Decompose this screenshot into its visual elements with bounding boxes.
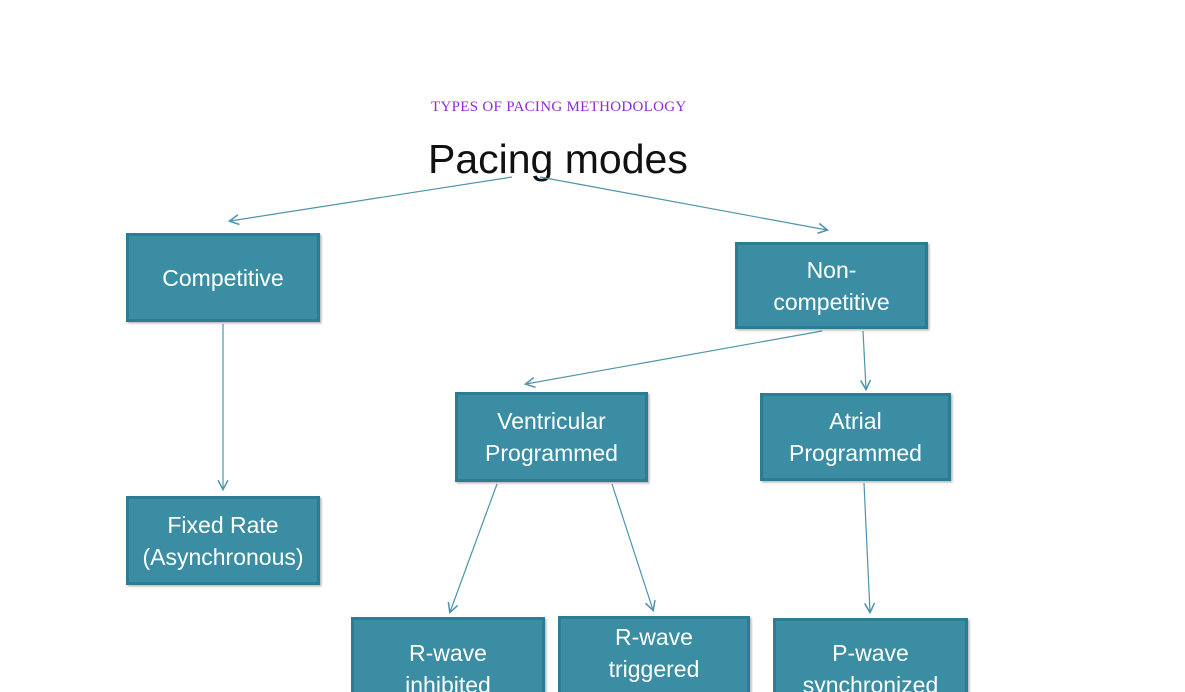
arrow-pacing-to-non-competitive <box>539 176 830 235</box>
arrow-ventricular-to-r-wave-triggered <box>611 483 656 613</box>
arrow-non-competitive-to-atrial <box>859 330 872 392</box>
node-fixed-rate-asynchronous-label: Fixed Rate (Asynchronous) <box>142 511 304 570</box>
node-atrial-programmed-label: Atrial Programmed <box>789 408 922 466</box>
node-competitive-label: Competitive <box>162 264 284 291</box>
node-non-competitive-label: Non- competitive <box>773 256 890 315</box>
node-p-wave-synchronized-label: P-wave synchronized <box>802 639 939 692</box>
slide-title: Pacing modes <box>428 136 688 182</box>
node-r-wave-inhibited-label: R-wave inhibited <box>405 639 491 692</box>
arrow-pacing-to-competitive <box>227 176 513 226</box>
arrow-atrial-to-p-wave-synchronized <box>863 482 876 615</box>
node-ventricular-programmed-label: Ventricular Programmed <box>485 408 618 466</box>
slide-eyebrow-title: TYPES OF PACING METHODOLOGY <box>431 99 687 115</box>
node-r-wave-inhibited: R-wave inhibited <box>351 617 545 692</box>
node-ventricular-programmed: Ventricular Programmed <box>455 392 648 482</box>
node-fixed-rate-asynchronous: Fixed Rate (Asynchronous) <box>126 496 320 585</box>
arrow-non-competitive-to-ventricular <box>523 330 823 389</box>
node-non-competitive: Non- competitive <box>735 242 928 329</box>
node-competitive: Competitive <box>126 233 320 322</box>
node-r-wave-triggered-standby: R-wave triggered (standby) <box>558 616 750 692</box>
arrow-ventricular-to-r-wave-inhibited <box>447 483 498 615</box>
node-atrial-programmed: Atrial Programmed <box>760 393 951 481</box>
node-r-wave-triggered-standby-label: R-wave triggered (standby) <box>606 623 702 692</box>
node-p-wave-synchronized: P-wave synchronized <box>773 618 968 692</box>
